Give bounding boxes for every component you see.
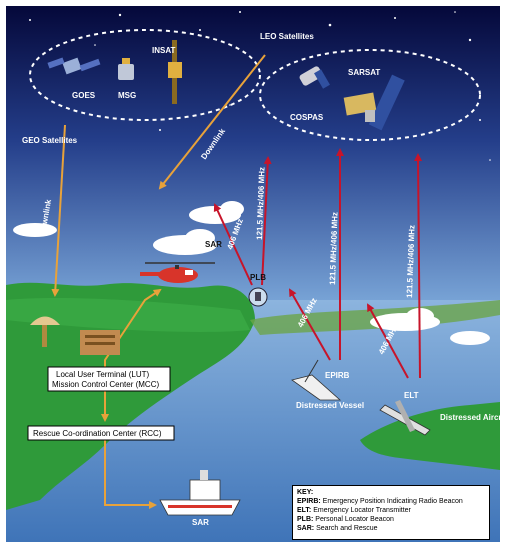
sar-boat-label: SAR xyxy=(192,518,209,527)
plb-beacon-icon xyxy=(248,287,268,307)
sky xyxy=(6,6,500,306)
elt-121-arrow xyxy=(414,153,423,379)
insat-satellite-icon xyxy=(168,40,182,104)
geo-satellite-group xyxy=(29,29,261,121)
plb-label: PLB xyxy=(250,273,266,282)
key-title: KEY: xyxy=(297,489,314,496)
sarsat-label: SARSAT xyxy=(348,68,380,77)
key-item-elt: ELT: Emergency Locator Transmitter xyxy=(297,507,411,514)
clouds xyxy=(13,201,490,345)
goes-satellite-icon xyxy=(47,57,101,75)
msg-satellite-icon xyxy=(118,58,134,80)
rcc-to-sar-boat-arrow xyxy=(104,440,157,509)
plb-121-arrow xyxy=(261,156,272,286)
distressed-vessel-label: Distressed Vessel xyxy=(296,401,364,410)
mcc-building-icon xyxy=(80,330,120,355)
elt-label: ELT xyxy=(404,391,419,400)
epirb-406-arrow xyxy=(289,288,331,361)
insat-label: INSAT xyxy=(152,46,176,55)
mcc-label: Mission Control Center (MCC) xyxy=(52,380,159,389)
sarsat-satellite-icon xyxy=(343,74,405,131)
lut-dish-icon xyxy=(30,316,60,347)
rcc-box xyxy=(27,425,175,441)
msg-label: MSG xyxy=(118,91,136,100)
cospas-label: COSPAS xyxy=(290,113,324,122)
downlink-arrow-geo xyxy=(51,124,66,297)
rcc-label: Rescue Co-ordination Center (RCC) xyxy=(33,429,162,438)
distressed-aircraft-label: Distressed Aircraft xyxy=(440,413,512,422)
leo-satellite-group xyxy=(259,49,481,141)
lut-mcc-box xyxy=(47,366,171,392)
elt-121-label: 121.5 MHz/406 MHz xyxy=(405,225,417,298)
plb-406-arrow xyxy=(213,203,253,286)
leo-group-label: LEO Satellites xyxy=(260,32,314,41)
distressed-vessel-icon xyxy=(291,359,342,401)
geo-group-label: GEO Satellites xyxy=(22,136,78,145)
key-item-epirb: EPIRB: Emergency Position Indicating Rad… xyxy=(297,498,463,505)
plb-121-label: 121.5 MHz/406 MHz xyxy=(255,167,267,240)
left-coastline xyxy=(6,282,255,510)
goes-label: GOES xyxy=(72,91,96,100)
distressed-aircraft-icon xyxy=(379,400,431,436)
stars xyxy=(29,11,491,161)
epirb-121-label: 121.5 MHz/406 MHz xyxy=(328,212,340,285)
lut-label: Local User Terminal (LUT) xyxy=(56,370,150,379)
key-item-plb: PLB: Personal Locator Beacon xyxy=(297,516,394,523)
sar-helicopter-icon xyxy=(140,262,215,283)
key-item-sar: SAR: Search and Rescue xyxy=(297,525,378,532)
cospas-satellite-icon xyxy=(299,66,330,89)
downlink-arrow-leo xyxy=(158,54,266,190)
sar-heli-label: SAR xyxy=(205,240,222,249)
right-island xyxy=(360,402,500,470)
sar-boat-icon xyxy=(159,470,241,516)
epirb-label: EPIRB xyxy=(325,371,350,380)
legend-key: KEY: EPIRB: Emergency Position Indicatin… xyxy=(292,485,490,540)
elt-406-arrow xyxy=(367,303,409,379)
